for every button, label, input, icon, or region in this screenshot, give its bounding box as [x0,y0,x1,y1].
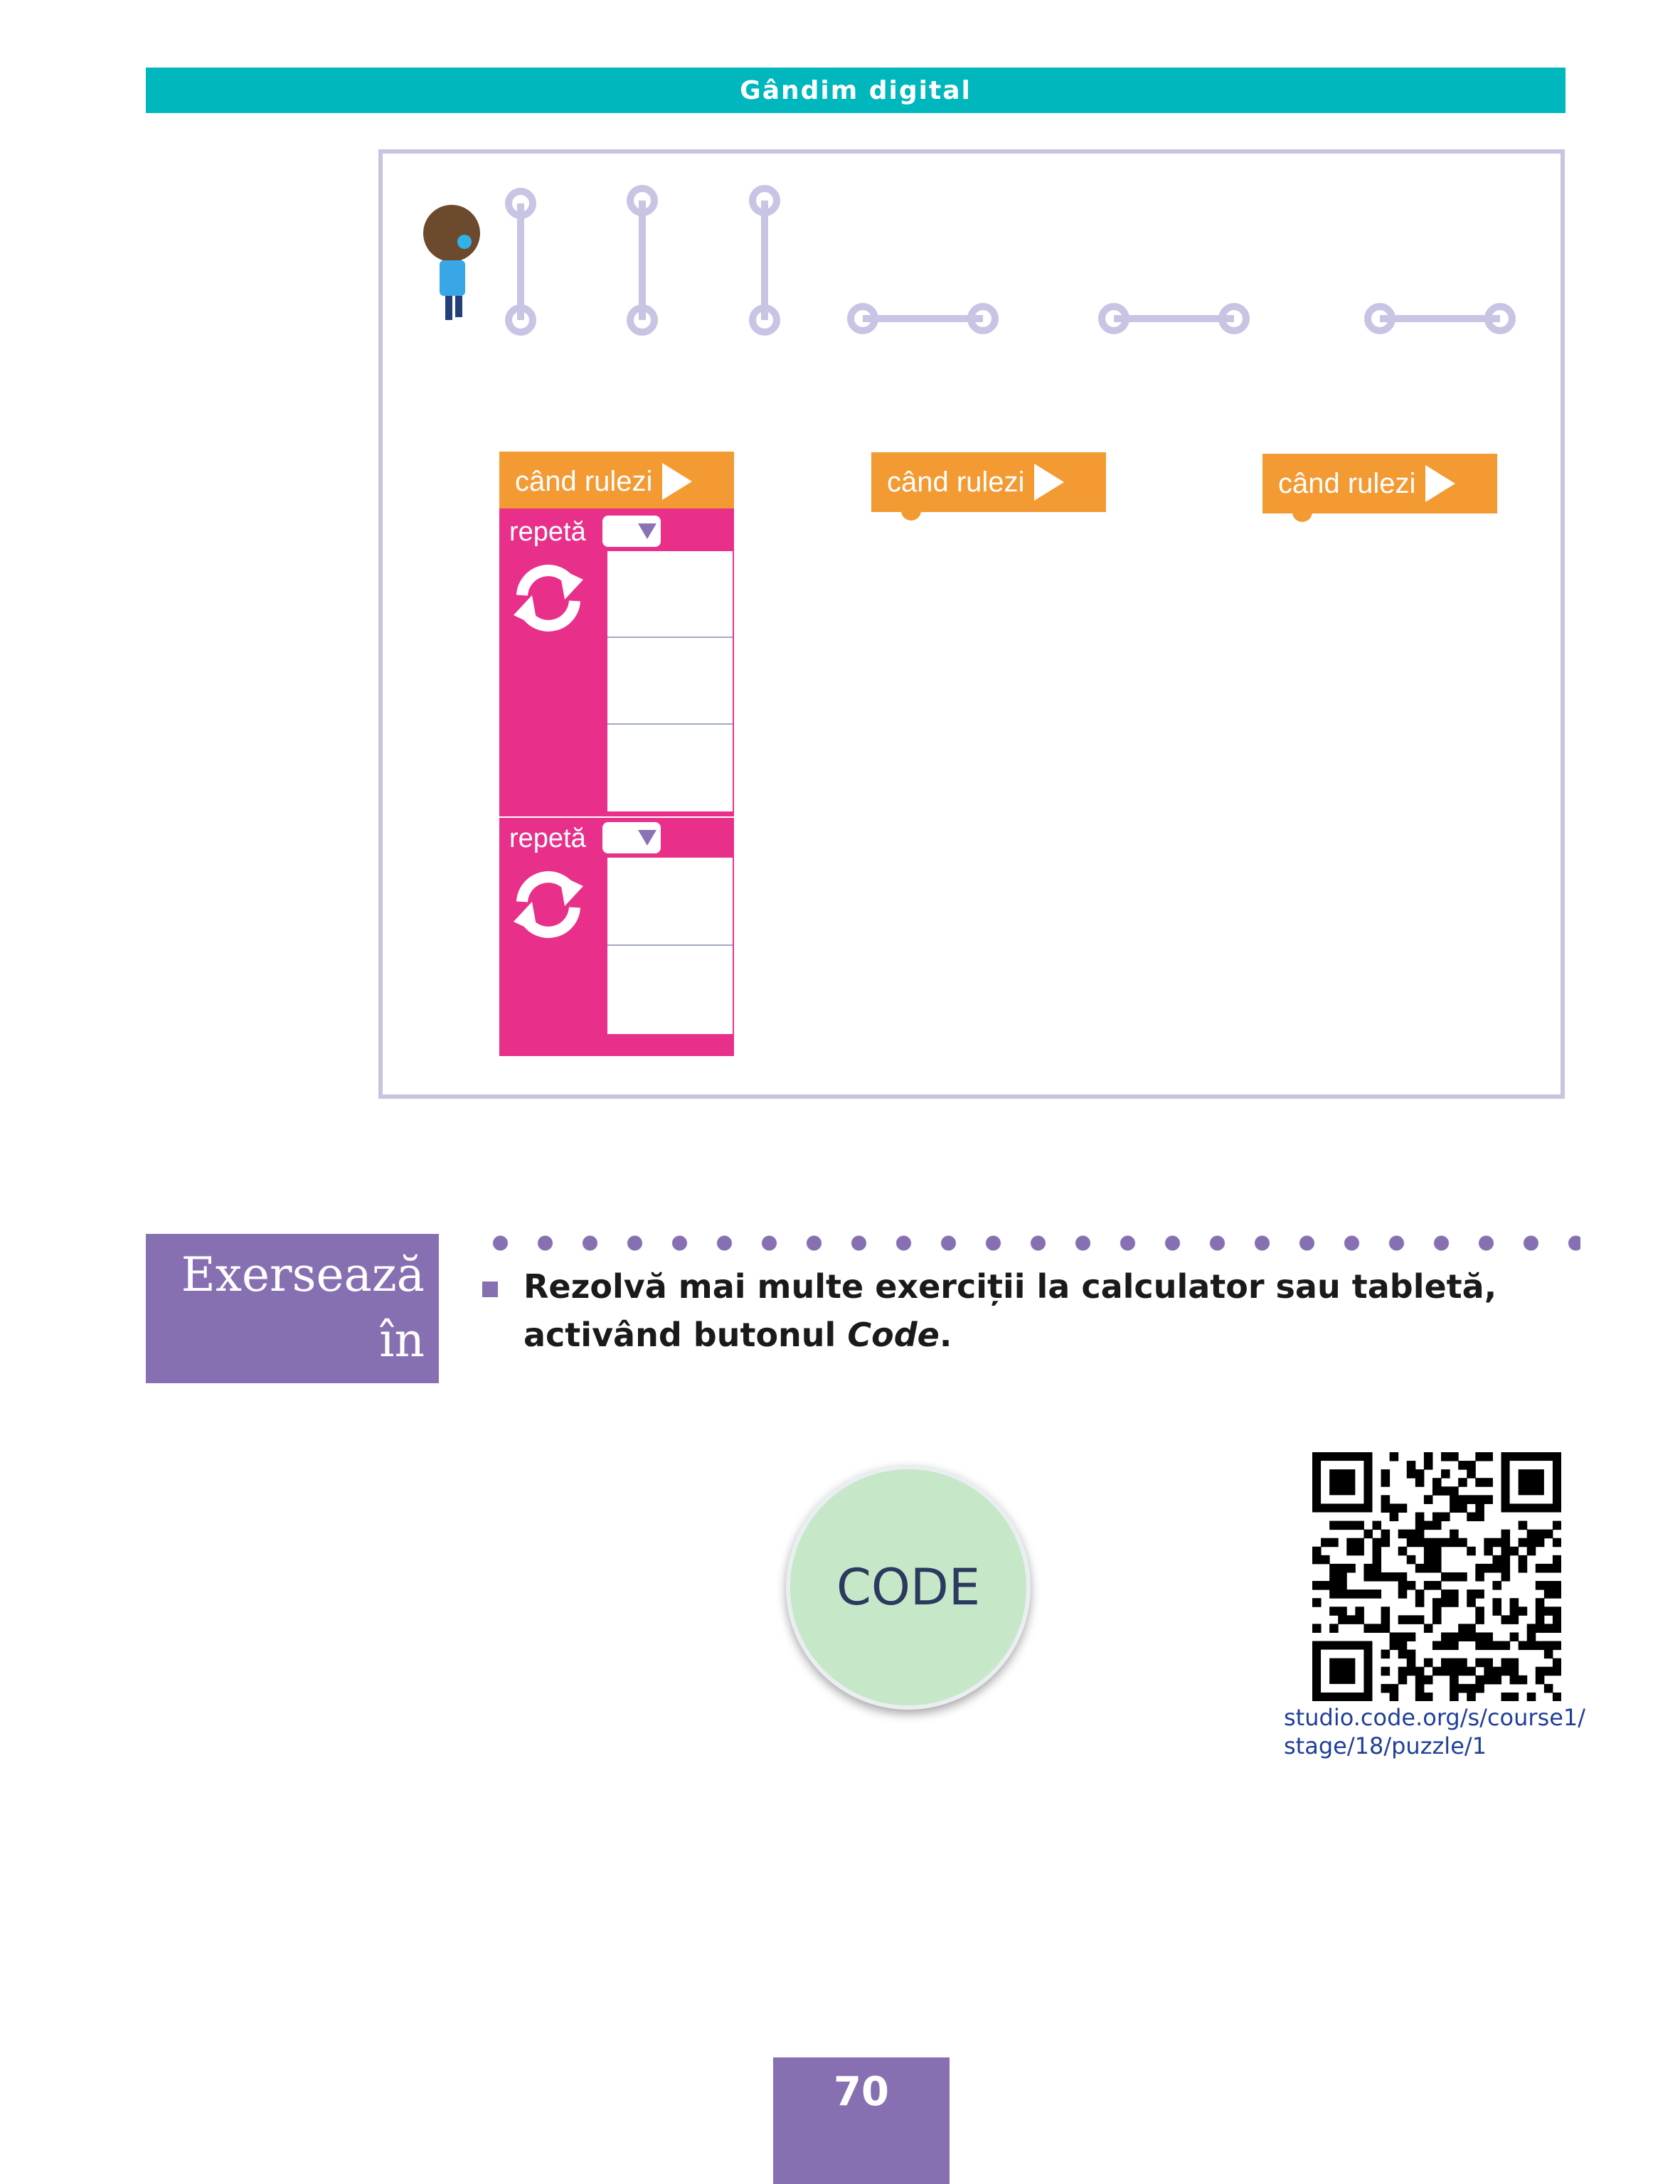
qr-code-icon[interactable] [1312,1452,1561,1701]
when-run-label: când rulezi [887,466,1025,498]
when-run-block-1[interactable]: când rulezi [499,452,734,520]
exercise-banner: Exersează în laborator! [146,1234,439,1433]
chapter-header: Gândim digital [146,68,1565,113]
block-connector [901,511,921,521]
repeat-label: repetă [509,517,586,547]
play-icon [662,463,693,500]
horizontal-segment-1 [847,303,999,334]
dropdown-arrow-icon [638,523,656,539]
banner-line-2: în laborator! [184,1313,425,1433]
qr-url-line-2: stage/18/puzzle/1 [1284,1732,1487,1759]
dropdown-arrow-icon [638,830,656,846]
empty-slot[interactable] [607,551,733,638]
page-number-box: 70 [773,2057,950,2184]
repeat-loop-icon [514,565,583,632]
when-run-label: când rulezi [1278,467,1416,499]
dotted-divider [478,1232,1580,1254]
repeat-loop-icon [514,871,583,938]
vertical-segment-2 [627,185,658,336]
page-number: 70 [834,2069,889,2115]
artist-character-icon [423,205,480,320]
block-connector [1292,512,1312,522]
empty-slot[interactable] [607,946,733,1034]
puzzle-stage [423,185,1516,336]
vertical-segment-3 [749,185,780,336]
horizontal-segment-2 [1098,303,1250,334]
chapter-title: Gândim digital [740,75,972,105]
vertical-segment-1 [505,188,536,336]
instruction-emphasis: Code [847,1316,940,1354]
repeat-label: repetă [509,824,586,853]
when-run-label: când rulezi [515,465,653,497]
code-button[interactable]: CODE [786,1465,1031,1710]
play-icon [1425,465,1456,502]
bullet-square-icon [482,1282,498,1297]
repeat-block-1[interactable]: repetă [499,508,734,816]
qr-url[interactable]: studio.code.org/s/course1/ stage/18/puzz… [1284,1703,1604,1760]
qr-url-line-1: studio.code.org/s/course1/ [1284,1704,1586,1731]
when-run-block-2[interactable]: când rulezi [871,452,1106,521]
repeat-block-2[interactable]: repetă [499,818,734,1056]
instruction-text: Rezolvă mai multe exerciții la calculato… [523,1262,1576,1359]
banner-line-1: Exersează [181,1247,425,1302]
repeat-count-dropdown[interactable] [602,822,661,853]
instruction-main: Rezolvă mai multe exerciții la calculato… [523,1267,1497,1354]
when-run-block-3[interactable]: când rulezi [1262,454,1497,522]
code-button-label: CODE [836,1558,981,1616]
play-icon [1034,464,1065,501]
empty-slot[interactable] [607,638,733,725]
horizontal-segment-3 [1364,303,1516,334]
instruction-end: . [939,1316,952,1354]
repeat-count-dropdown[interactable] [602,516,661,547]
empty-slot[interactable] [607,858,733,946]
empty-slot[interactable] [607,725,733,811]
